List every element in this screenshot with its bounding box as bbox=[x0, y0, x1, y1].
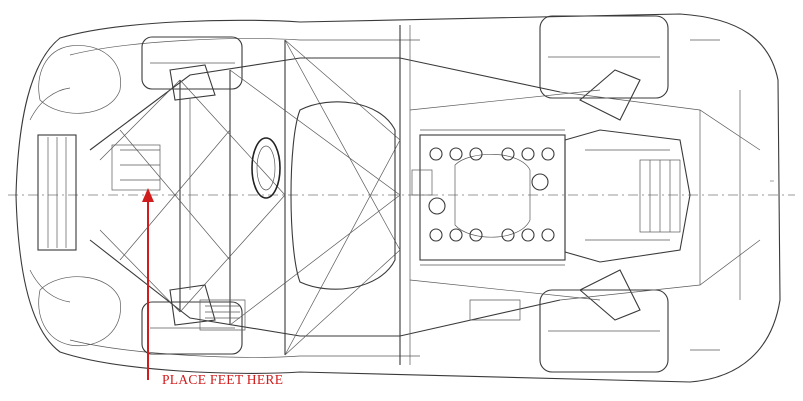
front-arch-detail bbox=[38, 276, 121, 347]
frame-rail-top bbox=[89, 57, 561, 151]
front-left-wheel bbox=[141, 36, 243, 90]
gearbox bbox=[564, 129, 691, 263]
cockpit-tub bbox=[290, 101, 396, 290]
cylinders-top bbox=[429, 147, 555, 161]
body-outline bbox=[15, 13, 781, 383]
frame-rail-bottom bbox=[89, 239, 561, 337]
rear-right-wheel bbox=[539, 289, 669, 373]
front-upright-bottom bbox=[169, 284, 216, 326]
body-inner-line-top bbox=[69, 38, 420, 56]
drawing-tag: ▭ bbox=[770, 178, 774, 183]
pedal-box bbox=[120, 149, 160, 181]
nose-detail-bottom bbox=[29, 269, 71, 303]
callout-label: PLACE FEET HERE bbox=[162, 372, 284, 387]
front-upright-top bbox=[169, 64, 216, 101]
callout-arrowhead bbox=[142, 188, 154, 202]
front-right-wheel bbox=[141, 301, 243, 355]
nose-detail-top bbox=[29, 87, 71, 121]
rear-upright-top bbox=[579, 69, 641, 121]
steering-wheel bbox=[251, 137, 281, 199]
radiator bbox=[37, 134, 77, 251]
cylinders-bottom bbox=[429, 228, 555, 242]
body-inner-line-bottom bbox=[69, 339, 420, 358]
rear-upright-bottom bbox=[579, 269, 641, 321]
